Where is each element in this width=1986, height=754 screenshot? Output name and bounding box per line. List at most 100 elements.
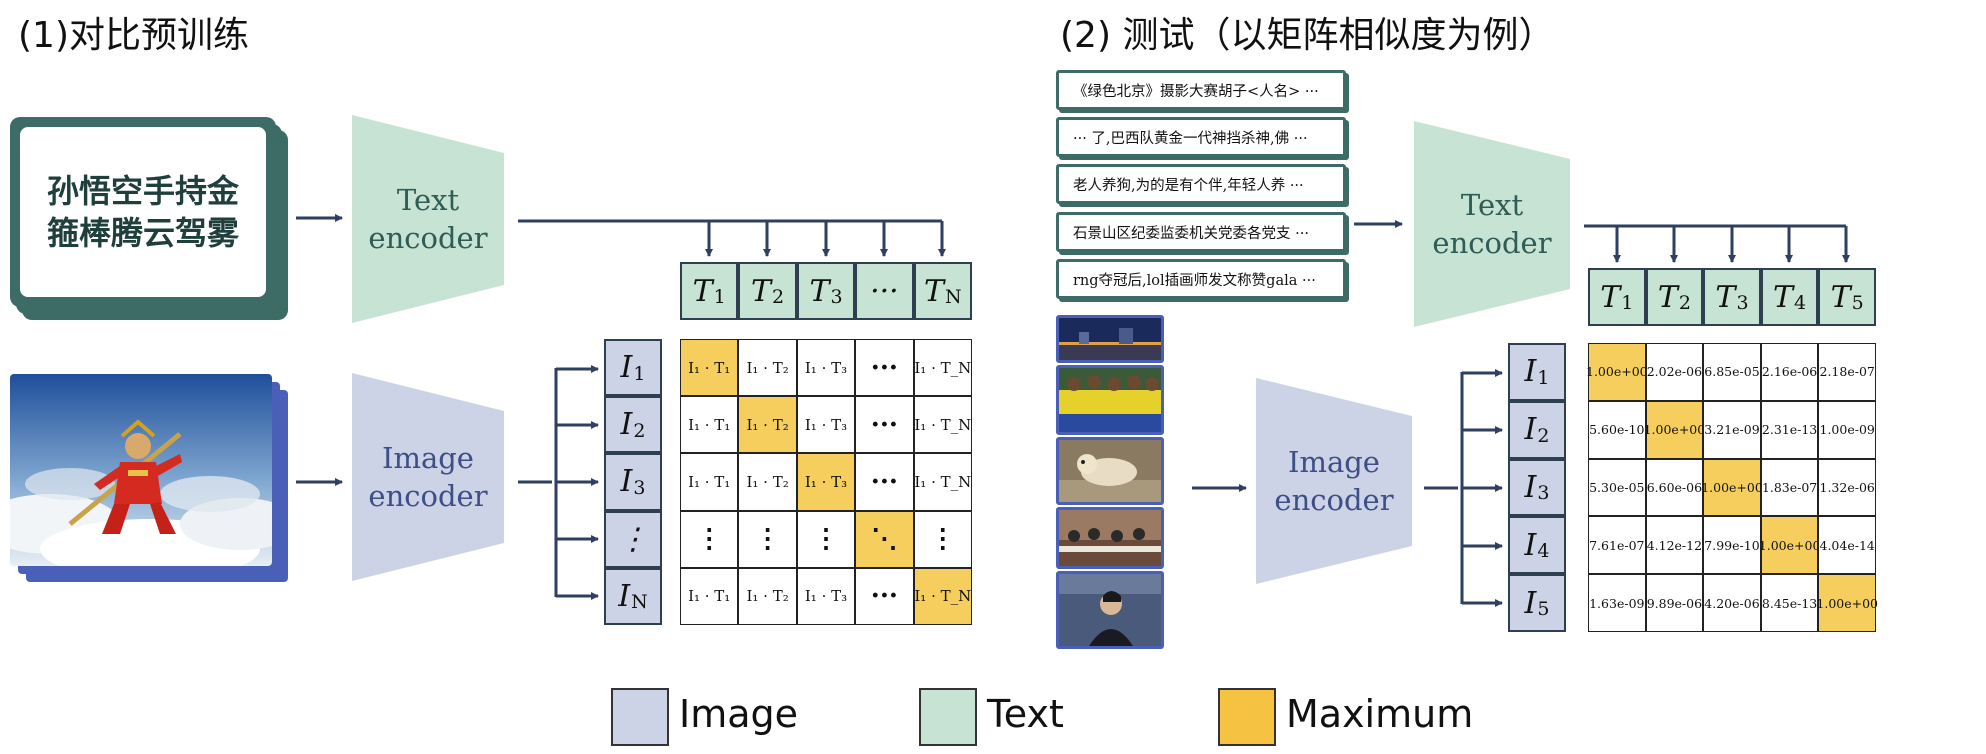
caption-item: 老人养狗,为的是有个伴,年轻人养 ··· (1056, 164, 1346, 204)
left-matrix-cell: I₁ · T₁ (680, 339, 739, 397)
left-image-token-base: I (620, 350, 633, 386)
right-matrix-cell: 2.02e-06 (1645, 343, 1704, 401)
left-matrix-cell: ⋮ (680, 510, 739, 568)
right-image-encoder-label-2: encoder (1274, 483, 1394, 517)
left-matrix-cell: I₁ · T₂ (738, 339, 797, 397)
right-matrix-cell: 1.00e+00 (1644, 400, 1705, 459)
right-text-token-subscript: 2 (1678, 292, 1691, 314)
right-image-token-base: I (1524, 527, 1537, 563)
right-matrix-cell: 1.00e+00 (1816, 574, 1878, 632)
left-text-token-base: T (751, 273, 772, 309)
left-matrix-cell: I₁ · T₂ (738, 567, 797, 625)
right-text-encoder-label-2: encoder (1432, 226, 1552, 260)
right-matrix-cell: 1.00e-09 (1818, 400, 1876, 459)
right-section-title: (2) 测试（以矩阵相似度为例） (1060, 15, 1555, 56)
left-matrix-cell: ··· (855, 567, 914, 625)
left-matrix-cell: ··· (855, 453, 914, 511)
right-text-token-base: T (1830, 279, 1851, 315)
right-matrix-cell: 1.00e+00 (1586, 343, 1648, 401)
right-matrix-cell: 2.31e-13 (1760, 400, 1819, 459)
monkey-king-photo (10, 374, 272, 566)
left-matrix-cell: I₁ · T₁ (680, 396, 739, 454)
caption-item: ··· 了,巴西队黄金一代神挡杀神,佛 ··· (1056, 117, 1346, 157)
image-encoder-label-2: encoder (368, 479, 488, 513)
caption-item: rng夺冠后,lol插画师发文称赞gala ··· (1056, 259, 1346, 299)
left-image-token-subscript: 1 (633, 362, 646, 385)
thumb-night-city (1056, 315, 1164, 363)
left-matrix-cell: I₁ · T₂ (738, 396, 797, 454)
left-matrix-cell: I₁ · T_N (913, 453, 972, 511)
right-image-token-subscript: 1 (1537, 366, 1550, 389)
left-image-token-base: I (620, 464, 633, 500)
left-section-title: (1)对比预训练 (18, 15, 249, 56)
right-matrix-cell: 2.18e-07 (1818, 343, 1876, 401)
left-matrix-cell: ··· (855, 396, 914, 454)
right-matrix-cell: 6.60e-06 (1645, 458, 1704, 517)
left-matrix-cell: I₁ · T₃ (796, 453, 856, 511)
left-text-token-base: T (692, 273, 713, 309)
right-text-token-base: T (1715, 279, 1736, 315)
left-image-token-subscript: 3 (633, 476, 646, 499)
left-matrix-cell: ⋮ (796, 510, 856, 568)
right-matrix-cell: 6.85e-05 (1703, 343, 1761, 401)
right-image-token-base: I (1524, 469, 1537, 505)
right-matrix-cell: 1.00e+00 (1701, 458, 1763, 517)
left-text-token: ··· (855, 262, 914, 320)
left-matrix-cell: I₁ · T₁ (680, 453, 739, 511)
right-text-token-base: T (1600, 279, 1621, 315)
right-matrix-cell: 1.00e+00 (1759, 516, 1820, 575)
caption-item: 石景山区纪委监委机关党委各党支 ··· (1056, 212, 1346, 252)
right-image-token-base: I (1524, 585, 1537, 621)
right-text-token-base: T (1773, 279, 1794, 315)
legend-swatch-maximum (1218, 688, 1276, 746)
left-matrix-cell: I₁ · T_N (913, 396, 972, 454)
right-matrix-cell: 7.61e-07 (1588, 516, 1646, 575)
right-image-encoder-label-1: Image (1288, 445, 1380, 479)
left-image-token-subscript: N (631, 591, 648, 614)
text-encoder-label-2: encoder (368, 221, 488, 255)
image-encoder-label-1: Image (382, 441, 474, 475)
right-text-token-subscript: 4 (1794, 292, 1807, 314)
left-matrix-cell: I₁ · T₁ (680, 567, 739, 625)
right-matrix-cell: 7.99e-10 (1703, 516, 1761, 575)
thumb-person-speaking (1056, 571, 1164, 649)
left-image-token-base: I (618, 578, 631, 614)
legend-label-image: Image (679, 692, 799, 736)
left-matrix-cell: I₁ · T_N (913, 339, 972, 397)
legend-swatch-text (919, 688, 977, 746)
right-matrix-cell: 1.32e-06 (1818, 458, 1876, 517)
right-matrix-cell: 3.21e-09 (1703, 400, 1761, 459)
right-matrix-cell: 5.30e-05 (1588, 458, 1646, 517)
thumb-dog (1056, 437, 1164, 505)
left-image-token: ⋮ (604, 510, 662, 568)
left-image-token-base: I (620, 407, 633, 443)
left-text-token-base: T (923, 273, 944, 309)
thumb-meeting (1056, 507, 1164, 569)
left-matrix-cell: I₁ · T_N (913, 567, 972, 625)
right-matrix-cell: 4.20e-06 (1703, 574, 1761, 632)
right-matrix-cell: 9.89e-06 (1645, 574, 1704, 632)
caption-item: 《绿色北京》摄影大赛胡子<人名> ··· (1056, 70, 1346, 110)
right-image-token-subscript: 5 (1537, 598, 1550, 621)
left-text-token-subscript: 3 (830, 286, 843, 308)
left-matrix-cell: ⋮ (913, 510, 972, 568)
left-text-token-subscript: 2 (772, 286, 785, 308)
legend-label-text: Text (987, 692, 1064, 736)
left-matrix-cell: ⋱ (855, 510, 914, 568)
legend-label-maximum: Maximum (1286, 692, 1474, 736)
left-matrix-cell: I₁ · T₃ (796, 396, 856, 454)
right-matrix-cell: 4.04e-14 (1818, 516, 1876, 575)
